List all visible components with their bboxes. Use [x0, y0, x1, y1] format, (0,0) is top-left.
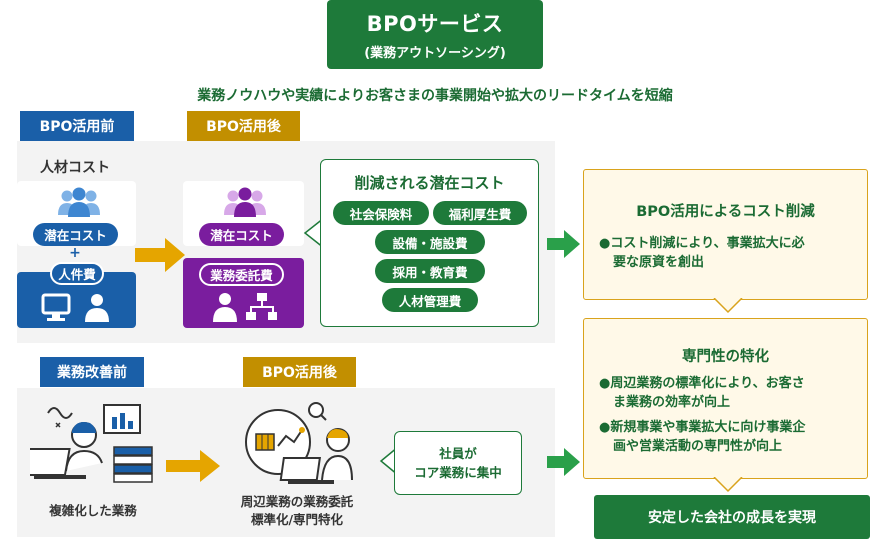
before-personnel-pill: 人件費: [50, 262, 104, 285]
arrow-right-icon: [135, 238, 185, 272]
speech-pointer: [379, 446, 399, 476]
chevron-down-icon: [713, 298, 743, 314]
chevron-down-icon: [713, 477, 743, 493]
people-group-icon: [58, 187, 100, 217]
tab-bpo-before: BPO活用前: [20, 111, 134, 141]
specialization-box: [583, 318, 868, 479]
focused-worker-icon: [245, 402, 353, 484]
bubble-line2: コア業務に集中: [414, 465, 502, 480]
core-focus-bubble: [394, 431, 522, 495]
tab-improve-before: 業務改善前: [40, 357, 144, 387]
cost-reduction-line2: 要な原資を創出: [613, 255, 705, 270]
cost-reduction-box: [583, 169, 868, 300]
busy-worker-icon: [30, 404, 153, 483]
specialization-line4: 画や営業活動の専門性が向上: [613, 439, 783, 454]
specialization-line1: ●周辺業務の標準化により、お客さ: [599, 376, 805, 391]
tab-bpo-after: BPO活用後: [187, 111, 300, 141]
reduced-costs-title: 削減される潜在コスト: [354, 174, 505, 192]
header-banner: BPOサービス (業務アウトソーシング): [327, 0, 543, 69]
before-caption: 複雑化した業務: [49, 503, 137, 518]
header-title: BPOサービス: [366, 12, 504, 36]
arrow-right-icon: [166, 450, 220, 482]
header-subtitle: (業務アウトソーシング): [364, 46, 506, 61]
after-caption-line1: 周辺業務の業務委託: [240, 494, 354, 509]
jinzai-cost-label: 人材コスト: [40, 160, 110, 176]
cost-reduction-title: BPO活用によるコスト削減: [636, 204, 815, 220]
item-welfare: 福利厚生費: [433, 201, 527, 225]
user-org-icon: [213, 293, 277, 322]
speech-pointer: [303, 217, 325, 249]
cost-reduction-line1: ●コスト削減により、事業拡大に必: [599, 236, 805, 251]
arrow-right-icon: [547, 448, 580, 476]
plus-sign: +: [69, 245, 81, 261]
after-latent-pill: 潜在コスト: [199, 223, 284, 246]
after-outsource-pill: 業務委託費: [199, 263, 284, 286]
final-outcome-banner: 安定した会社の成長を実現: [594, 495, 870, 539]
before-personnel-card: [17, 272, 136, 328]
after-caption-line2: 標準化/専門特化: [250, 512, 344, 527]
specialization-line3: ●新規事業や事業拡大に向け事業企: [599, 420, 806, 435]
before-latent-pill: 潜在コスト: [33, 223, 118, 246]
bubble-line1: 社員が: [439, 446, 477, 461]
item-recruitment: 採用・教育費: [375, 259, 485, 283]
item-personnel-mgmt: 人材管理費: [382, 288, 478, 312]
specialization-title: 専門性の特化: [682, 349, 769, 365]
item-facilities: 設備・施設費: [375, 230, 485, 254]
item-social-insurance: 社会保険料: [333, 201, 429, 225]
tagline: 業務ノウハウや実績によりお客さまの事業開始や拡大のリードタイムを短縮: [197, 88, 673, 104]
specialization-line2: ま業務の効率が向上: [613, 395, 731, 410]
people-group-icon: [224, 187, 266, 217]
arrow-right-icon: [547, 230, 580, 258]
computer-user-icon: [41, 293, 109, 322]
tab-bpo-after-2: BPO活用後: [243, 357, 356, 387]
